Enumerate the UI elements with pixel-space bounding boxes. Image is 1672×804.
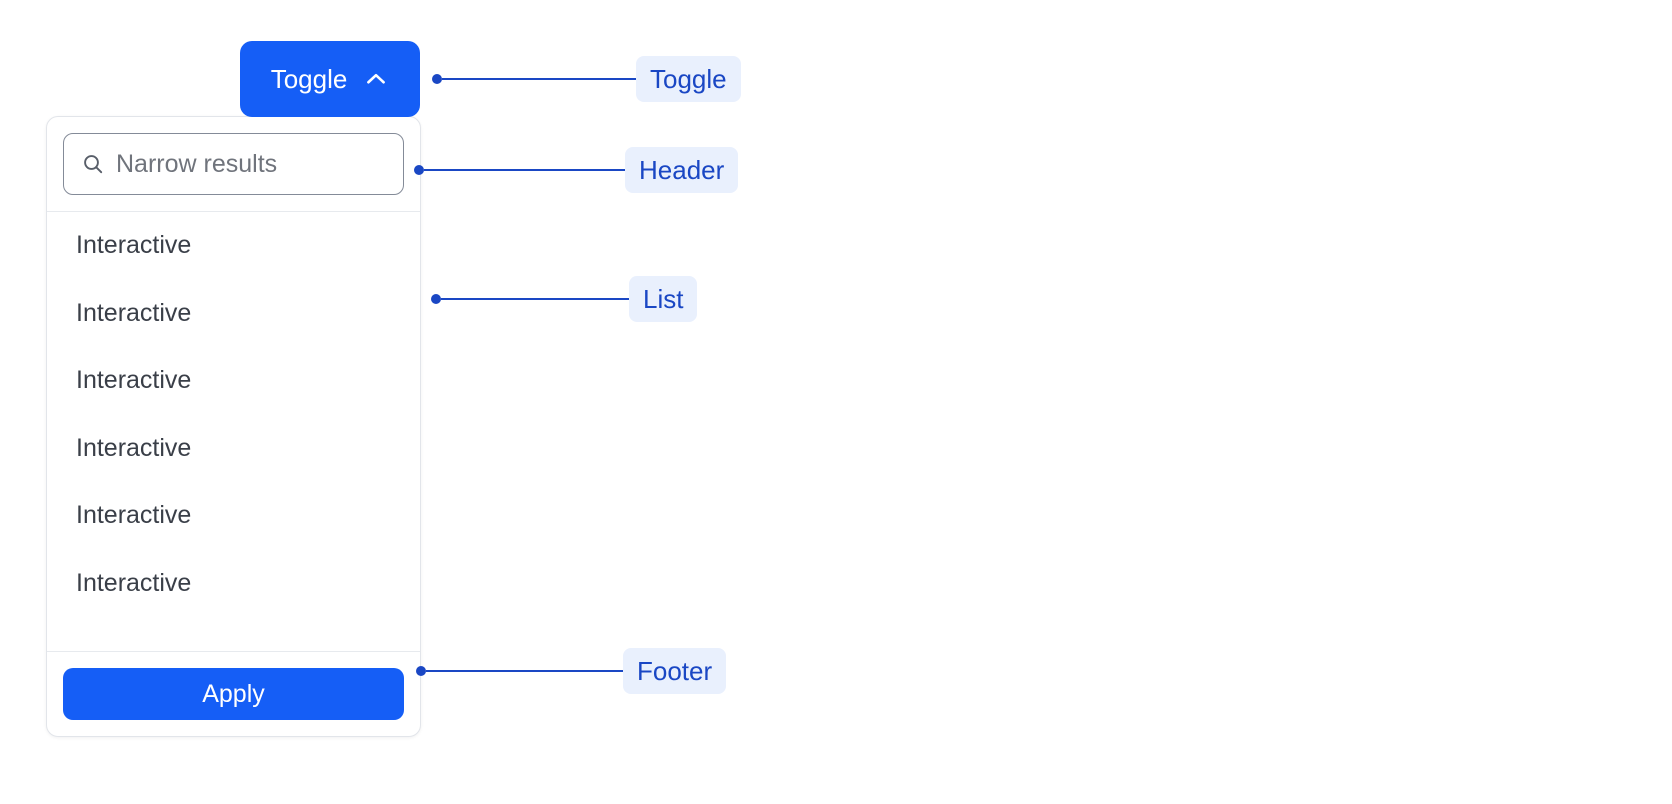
- search-input[interactable]: [116, 134, 403, 194]
- list-item-label: Interactive: [76, 231, 192, 260]
- list-item[interactable]: Interactive: [47, 550, 420, 618]
- callout-label-footer: Footer: [623, 648, 727, 694]
- dropdown-panel: Interactive Interactive Interactive Inte…: [46, 116, 421, 737]
- callout-leader-line: [441, 297, 631, 301]
- list-item[interactable]: Interactive: [47, 415, 420, 483]
- list-item[interactable]: Interactive: [47, 347, 420, 415]
- list-item[interactable]: Interactive: [47, 212, 420, 280]
- list-item[interactable]: Interactive: [47, 482, 420, 550]
- list-item-label: Interactive: [76, 568, 192, 597]
- toggle-button[interactable]: Toggle: [240, 41, 420, 117]
- panel-header: [47, 117, 420, 212]
- list-item-label: Interactive: [76, 501, 192, 530]
- callout-leader-line: [424, 168, 627, 172]
- callout-anchor-dot: [431, 294, 441, 304]
- panel-footer: Apply: [47, 651, 420, 736]
- callout-leader-line: [442, 77, 638, 81]
- list-item-label: Interactive: [76, 298, 192, 327]
- panel-list[interactable]: Interactive Interactive Interactive Inte…: [47, 212, 420, 651]
- list-item-label: Interactive: [76, 433, 192, 462]
- chevron-up-icon: [363, 66, 389, 92]
- list-item[interactable]: Interactive: [47, 280, 420, 348]
- search-field[interactable]: [63, 133, 404, 195]
- callout-label-list: List: [629, 276, 698, 322]
- search-icon: [80, 151, 106, 177]
- list-item-label: Interactive: [76, 366, 192, 395]
- callout-label-header: Header: [625, 147, 739, 193]
- toggle-button-label: Toggle: [270, 63, 348, 94]
- callout-leader-line: [426, 669, 625, 673]
- apply-button[interactable]: Apply: [63, 668, 404, 720]
- callout-label-toggle: Toggle: [636, 56, 741, 102]
- callout-anchor-dot: [432, 74, 442, 84]
